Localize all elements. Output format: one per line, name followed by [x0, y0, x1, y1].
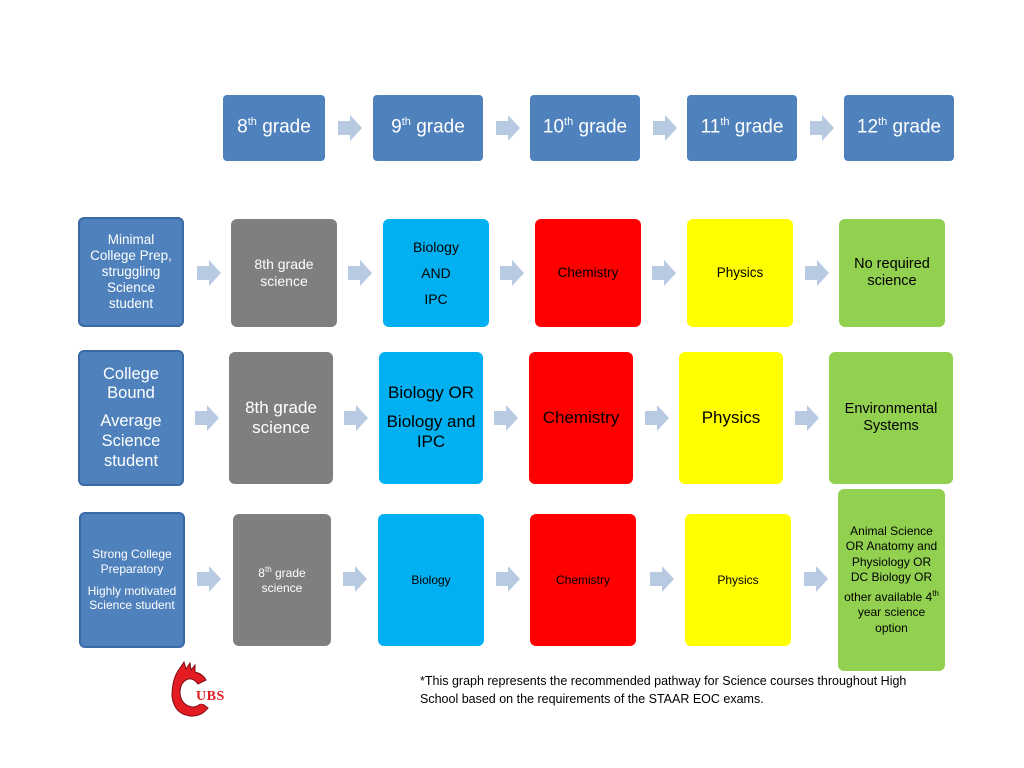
arrow-right-icon	[810, 115, 834, 141]
footnote: *This graph represents the recommended p…	[420, 674, 907, 706]
arrow-right-icon	[500, 260, 524, 286]
row1-grade10-course: Chemistry	[535, 219, 641, 327]
arrow-right-icon	[197, 566, 221, 592]
row2-grade9-course: Biology OR Biology and IPC	[379, 352, 483, 484]
header-11th-grade: 11th grade	[687, 95, 797, 161]
arrow-right-icon	[496, 566, 520, 592]
header-12th-grade: 12th grade	[844, 95, 954, 161]
arrow-right-icon	[195, 405, 219, 431]
arrow-right-icon	[343, 566, 367, 592]
cubs-logo-icon	[171, 660, 240, 717]
logo-text: UBS	[196, 689, 225, 704]
arrow-right-icon	[338, 115, 362, 141]
row3-student-label: Strong College Preparatory Highly motiva…	[79, 512, 185, 648]
row3-grade12-course: Animal Science OR Anatomy and Physiology…	[838, 489, 945, 671]
row1-grade11-course: Physics	[687, 219, 793, 327]
header-10th-grade: 10th grade	[530, 95, 640, 161]
arrow-right-icon	[344, 405, 368, 431]
arrow-right-icon	[652, 260, 676, 286]
row2-grade11-course: Physics	[679, 352, 783, 484]
arrow-right-icon	[494, 405, 518, 431]
row3-grade11-course: Physics	[685, 514, 791, 646]
row2-grade8-course: 8th grade science	[229, 352, 333, 484]
row1-grade12-course: No required science	[839, 219, 945, 327]
arrow-right-icon	[496, 115, 520, 141]
arrow-right-icon	[804, 566, 828, 592]
arrow-right-icon	[805, 260, 829, 286]
row3-grade9-course: Biology	[378, 514, 484, 646]
arrow-right-icon	[653, 115, 677, 141]
header-9th-grade: 9th grade	[373, 95, 483, 161]
row1-student-label: Minimal College Prep, struggling Science…	[78, 217, 184, 327]
row1-grade8-course: 8th grade science	[231, 219, 337, 327]
row2-student-label: College Bound Average Science student	[78, 350, 184, 486]
row1-grade9-course: Biology AND IPC	[383, 219, 489, 327]
row2-grade12-course: Environmental Systems	[829, 352, 953, 484]
arrow-right-icon	[650, 566, 674, 592]
row2-grade10-course: Chemistry	[529, 352, 633, 484]
row3-grade10-course: Chemistry	[530, 514, 636, 646]
row3-grade8-course: 8th grade science	[233, 514, 331, 646]
arrow-right-icon	[197, 260, 221, 286]
cubs-logo: UBS	[170, 660, 242, 720]
arrow-right-icon	[795, 405, 819, 431]
arrow-right-icon	[645, 405, 669, 431]
arrow-right-icon	[348, 260, 372, 286]
header-8th-grade: 8th grade	[223, 95, 325, 161]
